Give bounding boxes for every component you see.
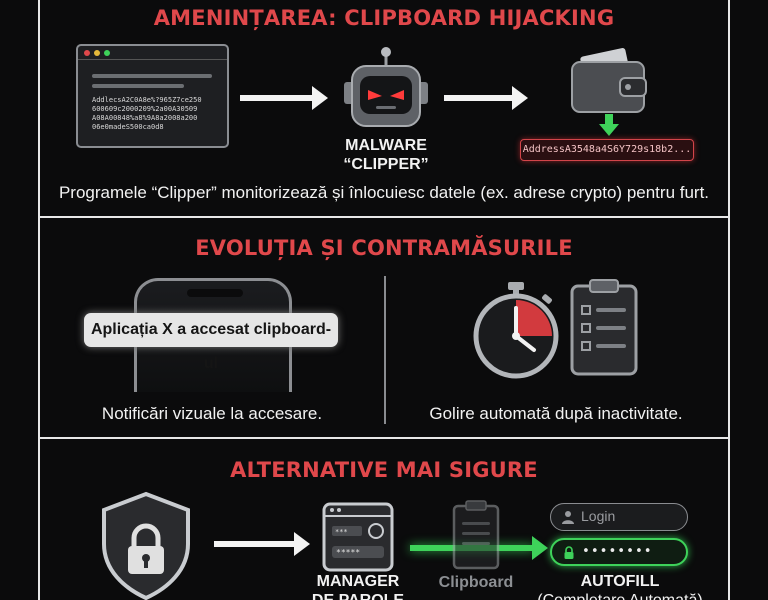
malware-label: MALWARE “CLIPPER”: [318, 136, 454, 174]
login-field[interactable]: Login: [550, 503, 688, 531]
login-placeholder: Login: [581, 508, 616, 524]
section-title-alternatives: ALTERNATIVE MAI SIGURE: [230, 458, 538, 482]
malware-label-line2: “CLIPPER”: [343, 156, 429, 173]
autofill-label: AUTOFILL (Completare Automată): [520, 572, 720, 600]
caption-notifications: Notificări vizuale la accesare.: [101, 404, 323, 423]
autofill-label-line2: (Completare Automată): [520, 591, 720, 600]
section-divider: [38, 437, 730, 439]
infographic-frame: [38, 0, 730, 600]
password-manager-icon: *** *****: [322, 502, 394, 572]
arrow-right-icon: [240, 86, 328, 110]
code-window-icon: [76, 44, 229, 148]
section-title-evolution: EVOLUȚIA ȘI CONTRAMĂSURILE: [195, 236, 573, 260]
clipboard-label: Clipboard: [438, 574, 514, 591]
manager-label-line1: MANAGER: [316, 573, 400, 590]
caption-threat: Programele “Clipper” monitorizează și în…: [58, 183, 710, 202]
password-field[interactable]: ••••••••: [550, 538, 688, 566]
caption-auto-clear: Golire automată după inactivitate.: [429, 404, 683, 423]
autofill-label-line1: AUTOFILL: [580, 573, 660, 590]
section-divider: [38, 216, 730, 218]
column-divider: [384, 276, 386, 424]
svg-text:***: ***: [335, 528, 348, 536]
clipboard-icon: [570, 279, 638, 376]
clipboard-icon: [452, 500, 500, 570]
clipboard-code-text: AddlecsA2C0A8e%?965Z7ce250 600609c200020…: [92, 96, 202, 131]
arrow-right-icon: [214, 532, 310, 556]
user-icon: [562, 511, 574, 524]
shield-lock-icon: [102, 491, 190, 600]
section-title-threat: AMENINȚAREA: CLIPBOARD HIJACKING: [153, 6, 615, 30]
robot-icon: [344, 47, 428, 127]
clipboard-access-notification: Aplicația X a accesat clipboard-ul: [84, 313, 338, 372]
manager-label: MANAGER DE PAROLE: [300, 572, 416, 600]
malware-label-line1: MALWARE: [345, 137, 427, 154]
svg-text:*****: *****: [336, 548, 360, 557]
lock-icon: [564, 546, 574, 559]
wallet-icon: [571, 48, 647, 136]
manager-label-line2: DE PAROLE: [300, 591, 416, 600]
replaced-address-field: AddressA3548a4S6Y729s18b2...: [520, 139, 694, 161]
password-value: ••••••••: [582, 544, 653, 559]
arrow-right-icon: [444, 86, 528, 110]
stopwatch-icon: [473, 282, 559, 379]
